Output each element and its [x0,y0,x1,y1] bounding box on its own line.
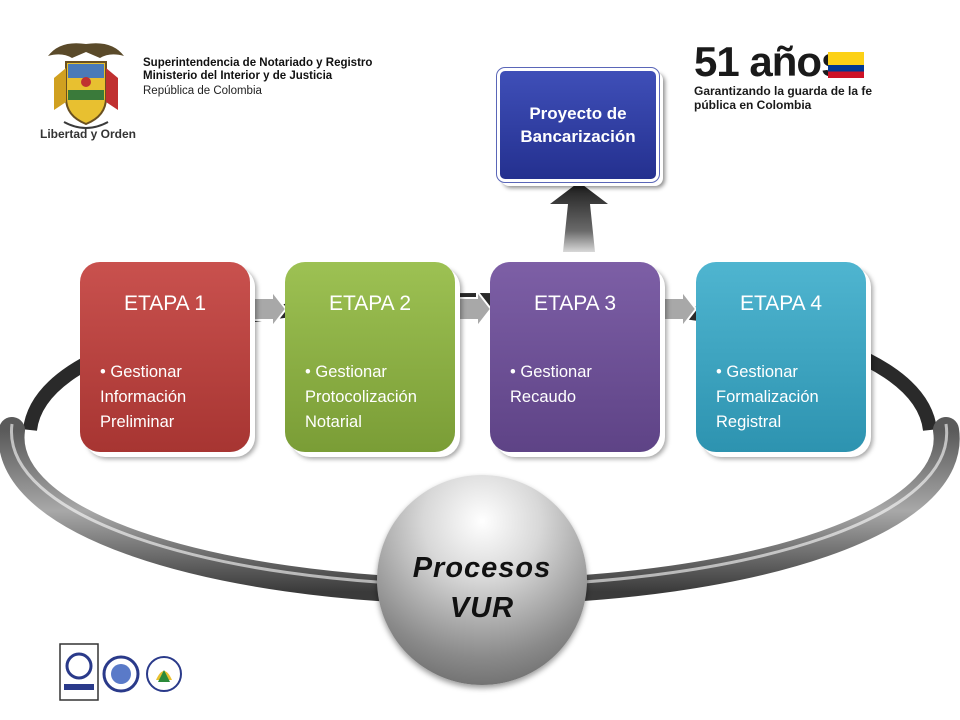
country-name: República de Colombia [143,85,262,97]
ministry-name: Ministerio del Interior y de Justicia [143,70,333,82]
stage-title: ETAPA 3 [533,292,617,315]
anniversary-block: 51 años Garantizando la guarda de la fe … [694,38,934,113]
coat-of-arms-logo [48,43,124,129]
procesos-orb [377,475,587,685]
anniversary-title: 51 años [694,38,844,85]
colombia-flag-icon [828,52,864,78]
org-name: Superintendencia de Notariado y Registro [143,57,373,69]
stage-description: • Gestionar Información Preliminar [100,363,187,431]
procesos-line2: VUR [449,592,515,624]
stage-3-box: ETAPA 3 • Gestionar Recaudo [490,262,660,452]
project-box: Proyecto de Bancarización [496,67,660,183]
coat-of-arms-motto: Libertad y Orden [39,127,137,141]
stage-description: • Gestionar Recaudo [510,363,592,406]
procesos-line1: Procesos [412,552,552,584]
stage-4-box: ETAPA 4 • Gestionar Formalización Regist… [696,262,866,452]
stage-title: ETAPA 2 [328,292,412,315]
stage-description: • Gestionar Formalización Registral [716,363,819,431]
stage-title: ETAPA 1 [123,292,207,315]
stage-1-box: ETAPA 1 • Gestionar Información Prelimin… [80,262,250,452]
procesos-label: Procesos VUR [377,548,587,628]
stage-title: ETAPA 4 [739,292,823,315]
stage-2-box: ETAPA 2 • Gestionar Protocolización Nota… [285,262,455,452]
anniversary-tagline: Garantizando la guarda de la fe pública … [694,84,873,112]
certification-seals-logo [59,643,182,701]
stage-description: • Gestionar Protocolización Notarial [305,363,417,431]
project-line1: Proyecto de [529,104,627,123]
organization-block: Superintendencia de Notariado y Registro… [143,57,463,99]
project-line2: Bancarización [520,127,636,146]
